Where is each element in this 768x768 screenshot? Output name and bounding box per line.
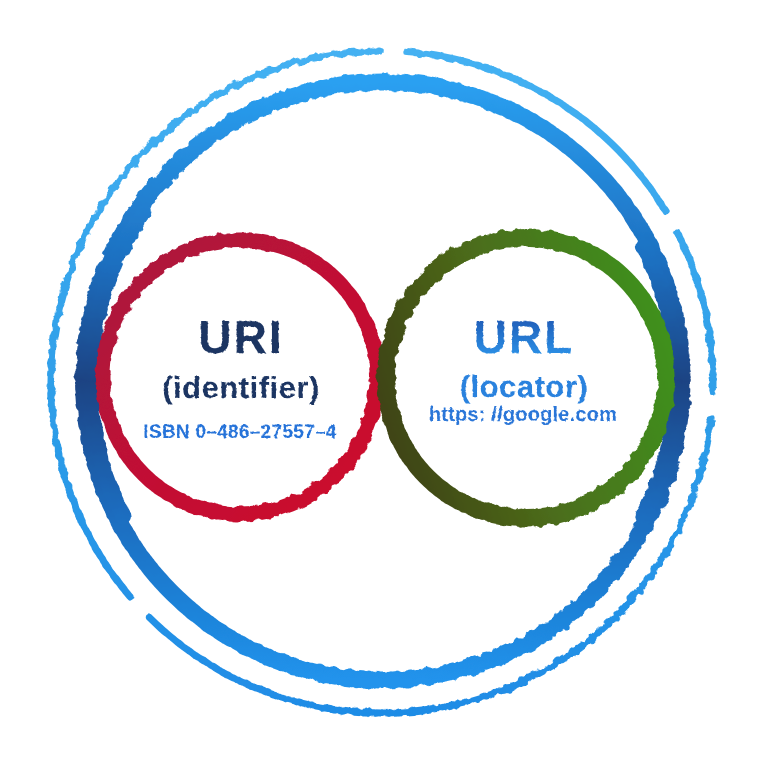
outer-dashed-ring-group (47, 47, 717, 717)
url-subtitle: (locator) (460, 369, 589, 404)
outer-thick-ring-side-weight (82, 80, 684, 682)
uri-text-group: URI (identifier) ISBN 0–486–27557–4 (143, 311, 337, 443)
url-ring-group (377, 229, 675, 527)
uri-subtitle: (identifier) (162, 370, 320, 405)
url-circle-ring (377, 229, 675, 527)
uri-ring-group (95, 232, 385, 522)
uri-title: URI (198, 311, 283, 363)
uri-circle-ring (95, 232, 385, 522)
url-title: URL (474, 311, 575, 363)
url-text-group: URL (locator) https: //google.com (429, 311, 617, 426)
outer-dashed-ring (47, 47, 717, 717)
outer-thick-ring-group (75, 73, 691, 689)
url-example-address: https: //google.com (429, 404, 617, 426)
uri-example-isbn: ISBN 0–486–27557–4 (143, 422, 337, 443)
